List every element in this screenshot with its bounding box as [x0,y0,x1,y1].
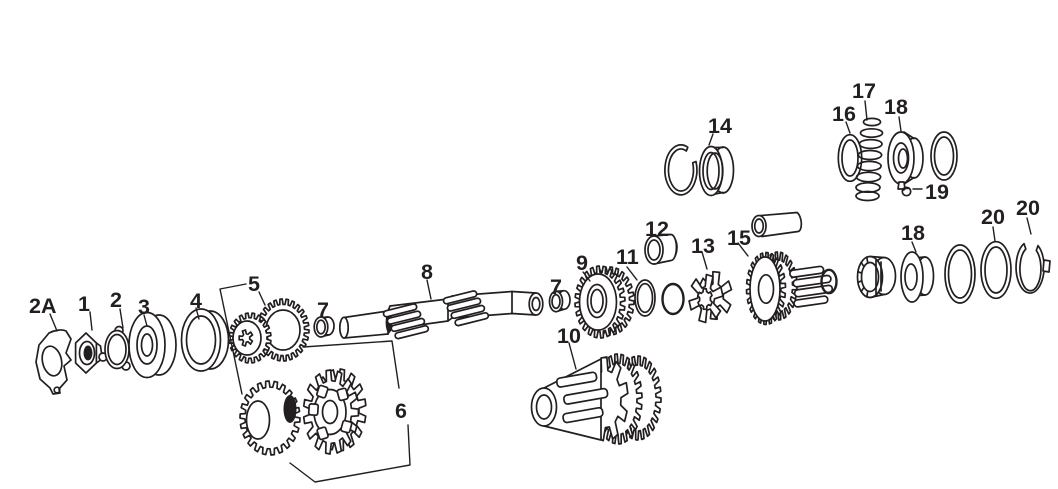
callouts: 2A 1 2 3 4 5 6 7 8 7 9 10 11 12 13 14 15… [29,79,1040,423]
part-18-cup [887,131,924,190]
part-7-bushing-left [313,316,335,338]
callout-8: 8 [421,260,433,284]
part-15-tube [751,211,803,238]
callout-5: 5 [248,272,260,296]
part-11-washer [634,279,656,317]
part-9-gear [574,265,635,339]
part-8-mainshaft [338,290,544,340]
part-11-snap-ring [661,282,685,316]
callout-20-second: 20 [1016,196,1040,220]
callout-14: 14 [708,114,732,138]
callout-1: 1 [78,292,90,316]
part-14-retainer [698,145,735,197]
part-18-washer [900,251,935,303]
callout-7-left: 7 [317,298,329,322]
part-20-lock-washer [1015,242,1051,294]
part-6-gear-left [239,380,301,456]
roller-bearing [856,255,897,299]
race-ring [944,244,976,304]
callout-15: 15 [727,226,751,250]
callout-13: 13 [691,234,715,258]
ring-top-right [930,131,958,181]
callout-3: 3 [138,295,150,319]
part-15-gear [745,251,834,326]
callout-11: 11 [616,245,639,269]
part-4-spacer-ring [180,308,230,372]
callout-9: 9 [576,251,588,275]
leader-lines [49,100,1032,483]
o-ring-small [820,268,838,295]
part-19-ball [901,186,912,197]
callout-12: 12 [645,217,669,241]
part-17-spring [855,117,884,202]
part-1-hex-nut [74,332,103,374]
callout-2a: 2A [29,294,56,318]
part-12-bushing [644,233,678,265]
callout-6: 6 [395,399,407,423]
part-6-gear-right [302,368,367,455]
part-5-gear [228,298,310,364]
part-20-ring [980,240,1012,300]
part-2a-lock-plate [35,329,72,395]
callout-19: 19 [925,180,949,204]
callout-7-right: 7 [550,275,562,299]
part-14-snap-ring [664,144,698,196]
callout-20-first: 20 [981,205,1005,229]
part-7-bushing-right [548,289,571,313]
callout-2: 2 [110,288,122,312]
part-2-tab-washer [98,325,131,371]
part-16-o-ring [837,133,863,183]
callout-18-top: 18 [884,95,908,119]
part-10-sliding-clutch-gear [530,353,662,445]
callout-16: 16 [832,102,856,126]
part-13-star-cam [688,270,733,324]
callout-10: 10 [557,324,581,348]
callout-17: 17 [852,79,876,103]
callout-18-right: 18 [901,221,925,245]
callout-4: 4 [190,289,202,313]
